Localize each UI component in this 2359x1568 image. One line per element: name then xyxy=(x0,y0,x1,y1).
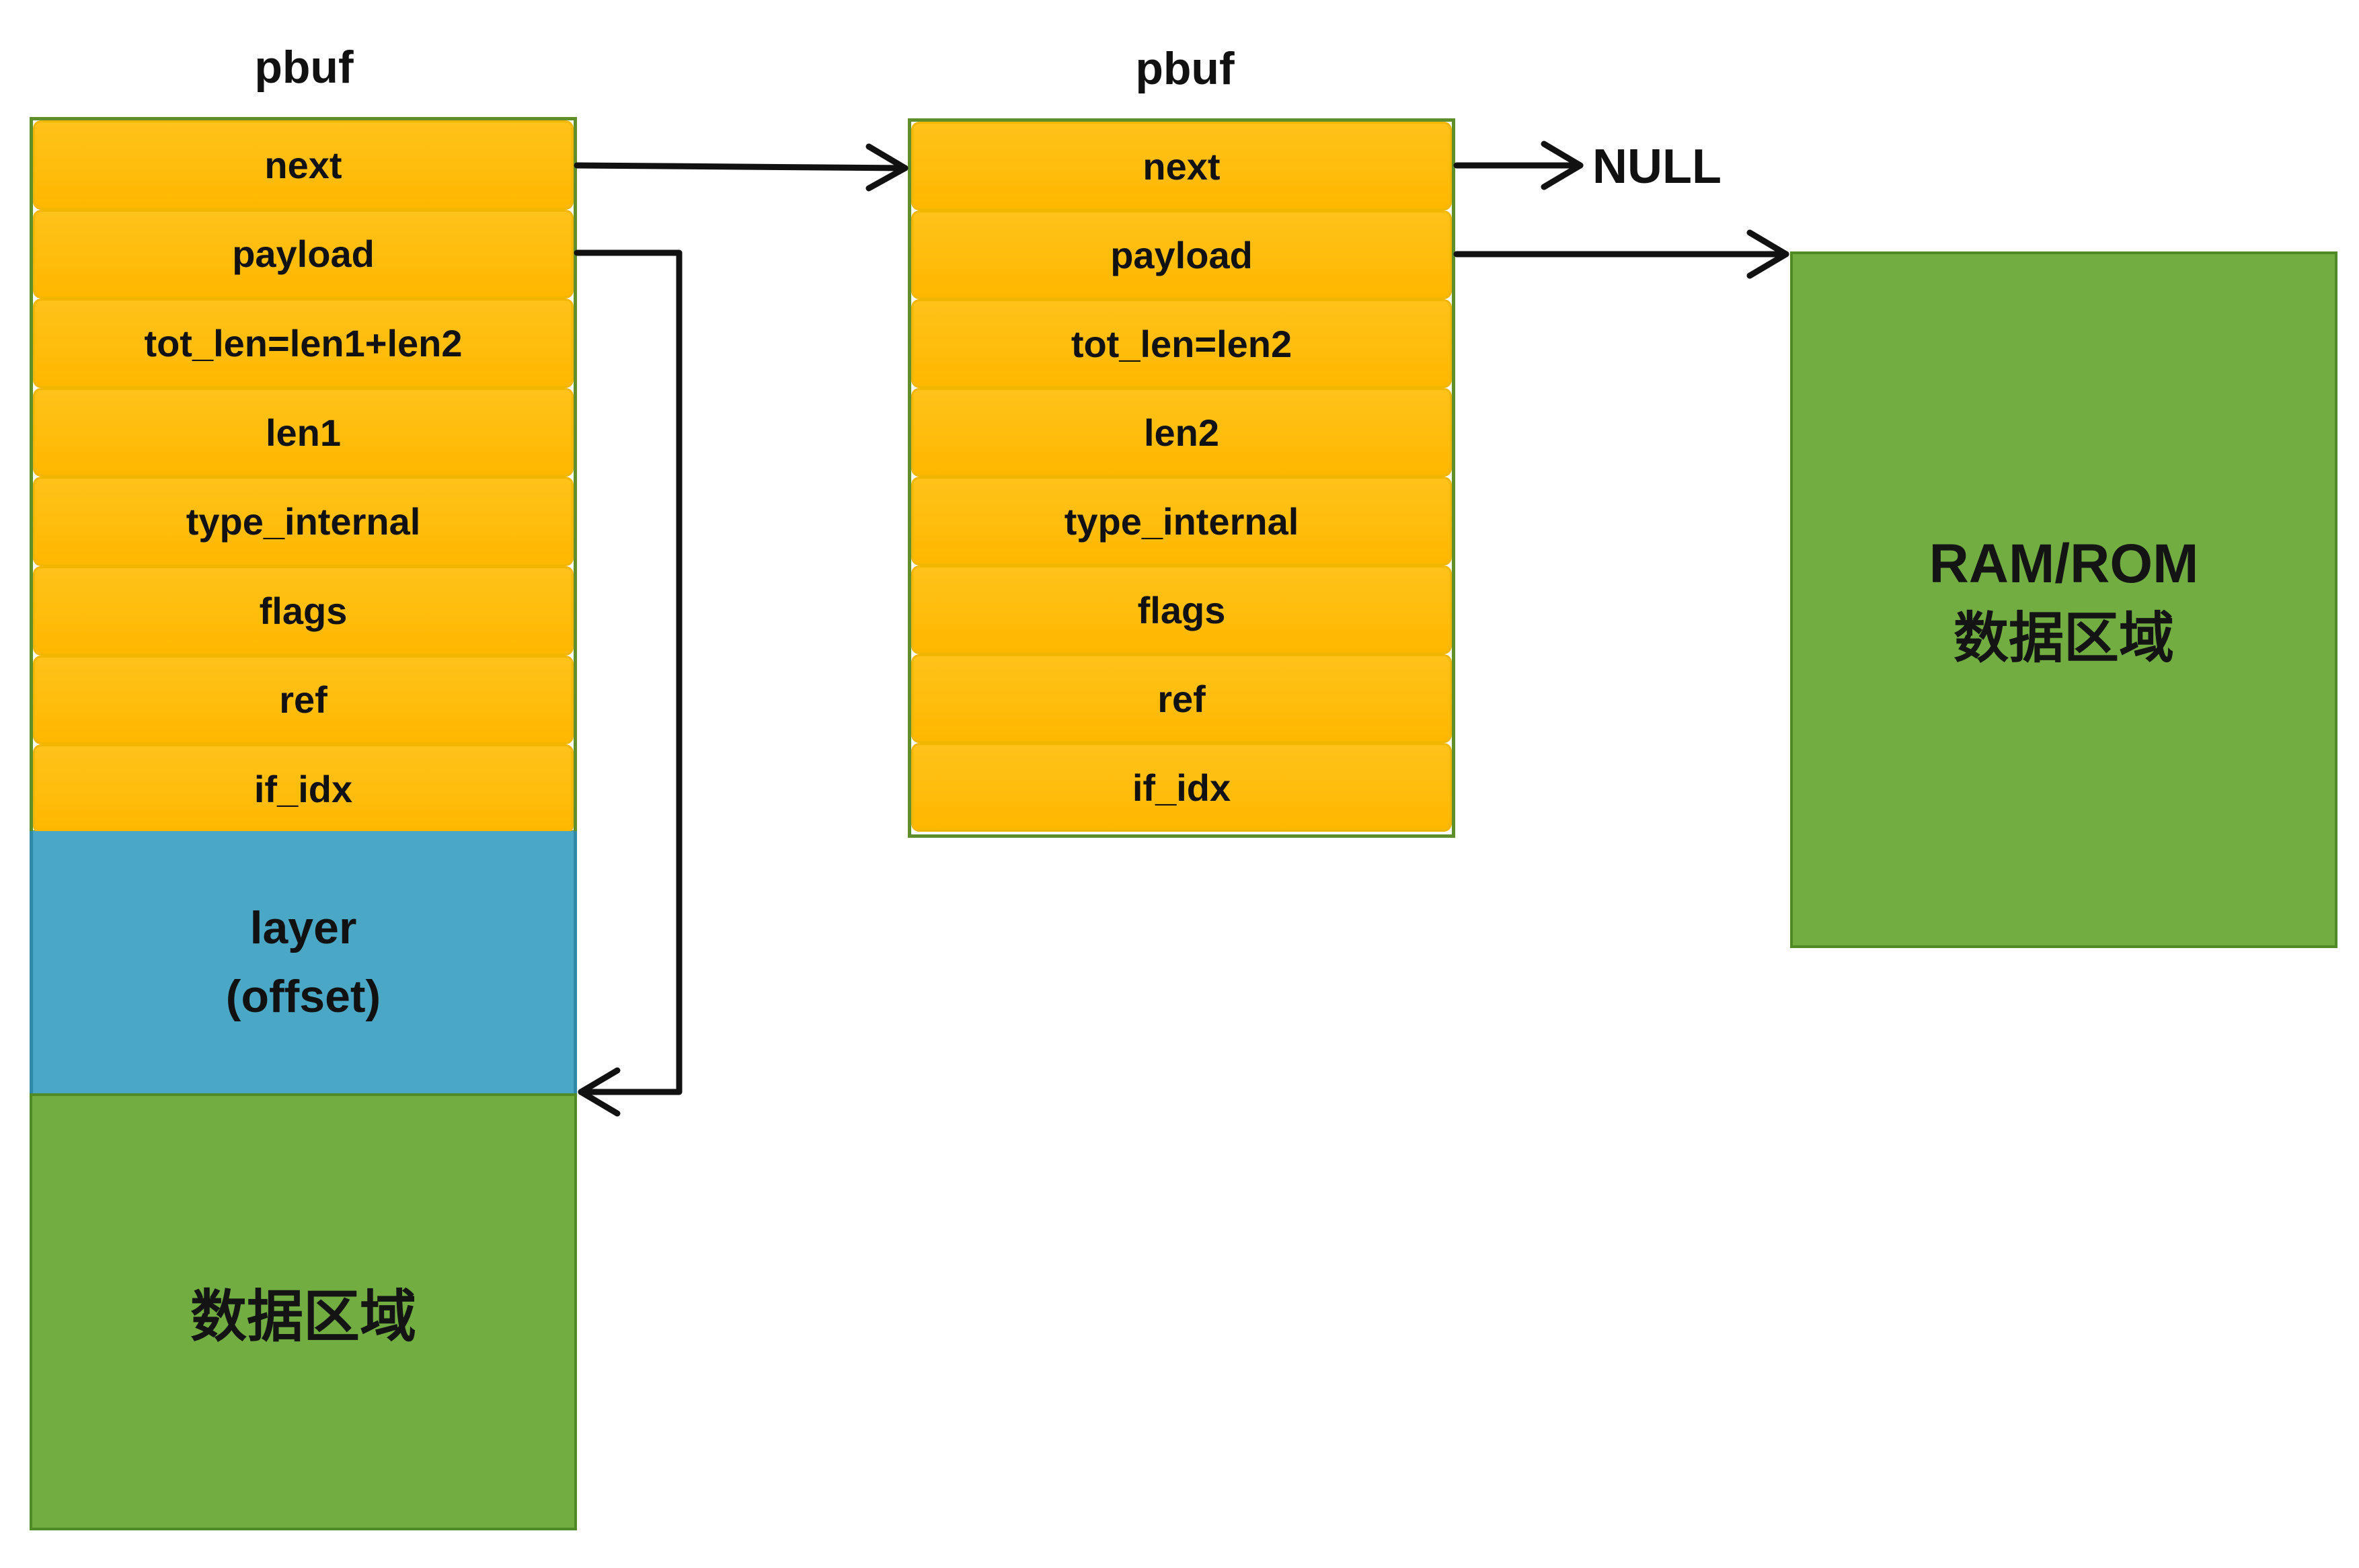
left-field-type-internal: type_internal xyxy=(33,477,574,566)
left-field-flags: flags xyxy=(33,565,574,656)
null-label: NULL xyxy=(1592,140,1722,194)
layer-line-2: (offset) xyxy=(225,971,381,1022)
payload-pointer-arrow xyxy=(574,249,683,1095)
right-field-if-idx: if_idx xyxy=(911,743,1452,832)
ram-rom-data-label: 数据区域 xyxy=(1953,607,2174,669)
left-field-ref: ref xyxy=(33,655,574,745)
layer-line-1: layer xyxy=(249,902,357,953)
right-pbuf-title: pbuf xyxy=(1135,43,1235,94)
left-pbuf-title: pbuf xyxy=(254,42,354,93)
left-field-payload: payload xyxy=(33,209,574,299)
left-pbuf-struct: next payload tot_len=len1+len2 len1 type… xyxy=(30,117,577,834)
right-pbuf-struct: next payload tot_len=len2 len2 type_inte… xyxy=(908,118,1455,838)
null-pointer-arrowhead xyxy=(1541,141,1584,190)
right-field-ref: ref xyxy=(911,654,1452,743)
left-field-tot-len: tot_len=len1+len2 xyxy=(33,299,574,388)
payload-pointer-arrowhead xyxy=(578,1067,621,1117)
right-field-payload: payload xyxy=(911,210,1452,299)
right-field-type-internal: type_internal xyxy=(911,477,1452,565)
next-pointer-arrow xyxy=(574,162,908,171)
right-field-len2: len2 xyxy=(911,388,1452,477)
right-field-flags: flags xyxy=(911,565,1452,654)
left-field-if-idx: if_idx xyxy=(33,744,574,834)
left-field-len1: len1 xyxy=(33,387,574,477)
left-field-next: next xyxy=(33,120,574,210)
right-field-next: next xyxy=(911,122,1452,210)
left-data-area: 数据区域 xyxy=(30,1093,577,1530)
external-payload-arrowhead xyxy=(1746,229,1789,279)
layer-offset-block: layer (offset) xyxy=(30,831,577,1093)
right-field-tot-len: tot_len=len2 xyxy=(911,299,1452,388)
next-pointer-arrowhead xyxy=(865,143,908,192)
ram-rom-label: RAM/ROM xyxy=(1929,533,2199,594)
ram-rom-data-area: RAM/ROM 数据区域 xyxy=(1790,251,2337,948)
left-data-label: 数据区域 xyxy=(190,1284,416,1348)
